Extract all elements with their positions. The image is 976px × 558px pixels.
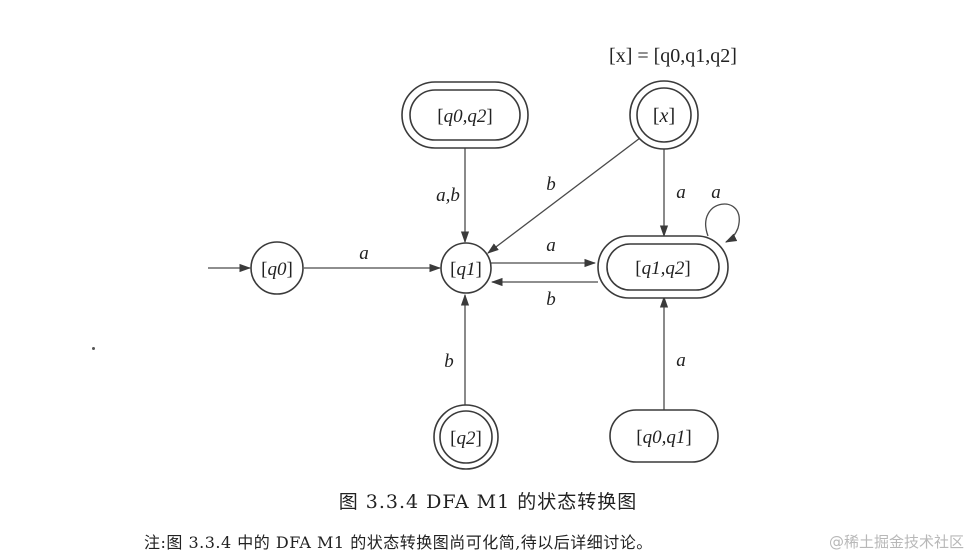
definition-x: [x] = [q0,q1,q2] (609, 45, 737, 67)
state-q2: [q2] (433, 404, 499, 470)
label-q1q2-q1: b (546, 289, 556, 310)
state-q0q2: [q0,q2] (401, 81, 529, 149)
label-q0q1-q1q2: a (676, 350, 686, 371)
state-q1q2: [q1,q2] (597, 235, 729, 299)
state-q1-label: [q1] (450, 259, 482, 280)
label-x-q1: b (546, 174, 556, 195)
label-q0q2-q1: a,b (436, 185, 460, 206)
label-q1-q1q2: a (546, 235, 556, 256)
stray-dot (92, 347, 95, 350)
state-q2-label: [q2] (450, 428, 482, 449)
state-q1: [q1] (440, 242, 492, 294)
state-q0q2-label: [q0,q2] (437, 106, 492, 127)
state-x: [x] (629, 80, 699, 150)
label-q0-q1: a (359, 243, 369, 264)
state-q0q1: [q0,q1] (609, 409, 719, 463)
figure-caption: 图 3.3.4 DFA M1 的状态转换图 (338, 491, 638, 513)
label-q2-q1: b (444, 351, 454, 372)
figure-note: 注:图 3.3.4 中的 DFA M1 的状态转换图尚可化简,待以后详细讨论。 (144, 533, 653, 552)
self-loop-q1q2 (705, 203, 740, 243)
state-q0-label: [q0] (261, 259, 293, 280)
edge-x-q1 (487, 137, 641, 254)
label-self-loop: a (711, 182, 721, 203)
watermark: @稀土掘金技术社区 (828, 533, 964, 551)
state-q0q1-label: [q0,q1] (636, 427, 691, 448)
state-q1q2-label: [q1,q2] (635, 258, 690, 279)
state-x-label: [x] (653, 105, 675, 127)
label-x-q1q2: a (676, 182, 686, 203)
state-q0: [q0] (250, 241, 304, 295)
